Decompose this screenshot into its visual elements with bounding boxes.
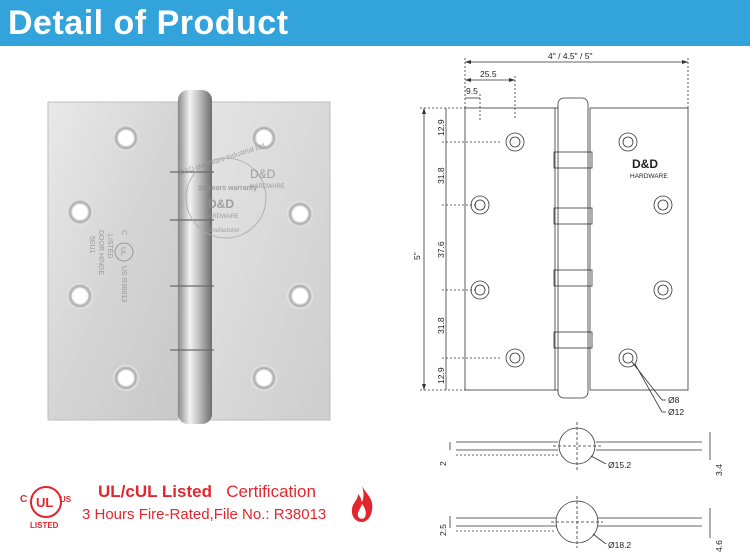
ul-listed-logo: C UL US LISTED [20,486,72,530]
fire-icon [351,486,373,522]
dim-9-5: 9.5 [466,86,478,96]
section1-knuckle-label: Ø15.2 [608,460,631,470]
leaf-text-door-hinge: DOOR HINGE [97,230,104,275]
dim-25-5: 25.5 [480,69,497,79]
watermark-manufacturer: Manufacturer [204,228,239,234]
leaf-ul-mark: C UL US R38013 LISTED DOOR HINGE 5EU1 [88,230,134,302]
certification-details: 3 Hours Fire-Rated,File No.: R38013 [82,506,327,523]
hole-large-label: Ø12 [668,407,684,417]
front-view-left-leaf [464,107,556,391]
vdim-2: 31.8 [436,167,446,184]
photo-brand-sub: HARDWARE [250,184,285,190]
hole-small-label: Ø8 [668,395,680,405]
screw-holes [67,125,313,391]
width-dimension: 4" / 4.5" / 5" [548,51,593,61]
page-title: Detail of Product [8,4,289,42]
technical-drawings: 4" / 4.5" / 5" 25.5 9.5 5" 12.9 31.8 37.… [412,51,724,552]
section2-knuckle-label: Ø18.2 [608,540,631,550]
hinge-barrel [178,90,212,424]
vdim-5: 12.9 [436,367,446,384]
certification-title-strong: UL/cUL Listed [98,482,212,501]
leaf-text-ul: UL [119,247,126,256]
certification-title-normal: Certification [226,482,316,501]
leaf-text-c: C [120,230,127,235]
ul-logo-c: C [20,494,27,505]
leaf-text-model: 5EU1 [88,236,95,254]
vdim-4: 31.8 [436,317,446,334]
height-dimension: 5" [412,252,422,260]
drawing-brand-sub: HARDWARE [630,173,668,180]
watermark-warranty: 10 years warranty [198,185,257,192]
certification-title: UL/cUL Listed Certification [98,482,316,502]
ul-logo-listed: LISTED [30,521,59,530]
header-banner: Detail of Product [0,0,750,46]
section2-right-dim: 4.6 [714,540,724,552]
photo-brand-mark: D&D [250,167,276,181]
leaf-text-us: US R38013 [120,266,127,302]
watermark-brand: D&D [208,197,234,211]
vdim-1: 12.9 [436,119,446,136]
vdim-3: 37.6 [436,241,446,258]
section1-right-dim: 3.4 [714,464,724,476]
certification-block: C UL US LISTED UL/cUL Listed Certificati… [18,478,398,548]
section1-left-dim: 2 [438,461,448,466]
watermark-brand-sub: HARDWARE [204,214,239,220]
front-view-barrel [557,97,589,399]
drawing-brand-mark: D&D [632,157,658,171]
front-view-holes [470,132,673,368]
hinge-photo: C UL US R38013 LISTED DOOR HINGE 5EU1 D&… [47,90,331,424]
front-view-right-leaf [589,107,689,391]
hinge-left-leaf [47,101,179,421]
ul-logo-us: US [60,495,72,504]
section2-left-dim: 2.5 [438,524,448,536]
ul-logo-mark: UL [36,495,53,510]
leaf-text-listed: LISTED [106,234,113,259]
